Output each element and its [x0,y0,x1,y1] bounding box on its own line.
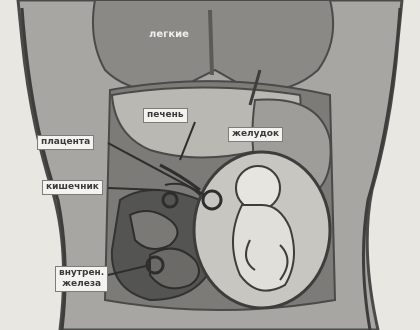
label-internal-glands-line2: железа [59,279,104,290]
label-liver: печень [143,108,188,123]
fetus-head [236,166,280,210]
label-internal-glands-line1: внутрен. [59,268,104,279]
fetus-body [233,205,294,291]
label-stomach: желудок [228,127,283,142]
label-lungs: легкие [146,28,192,41]
label-internal-glands: внутрен. железа [55,266,108,292]
label-intestines: кишечник [42,180,103,195]
label-placenta: плацента [37,135,94,150]
